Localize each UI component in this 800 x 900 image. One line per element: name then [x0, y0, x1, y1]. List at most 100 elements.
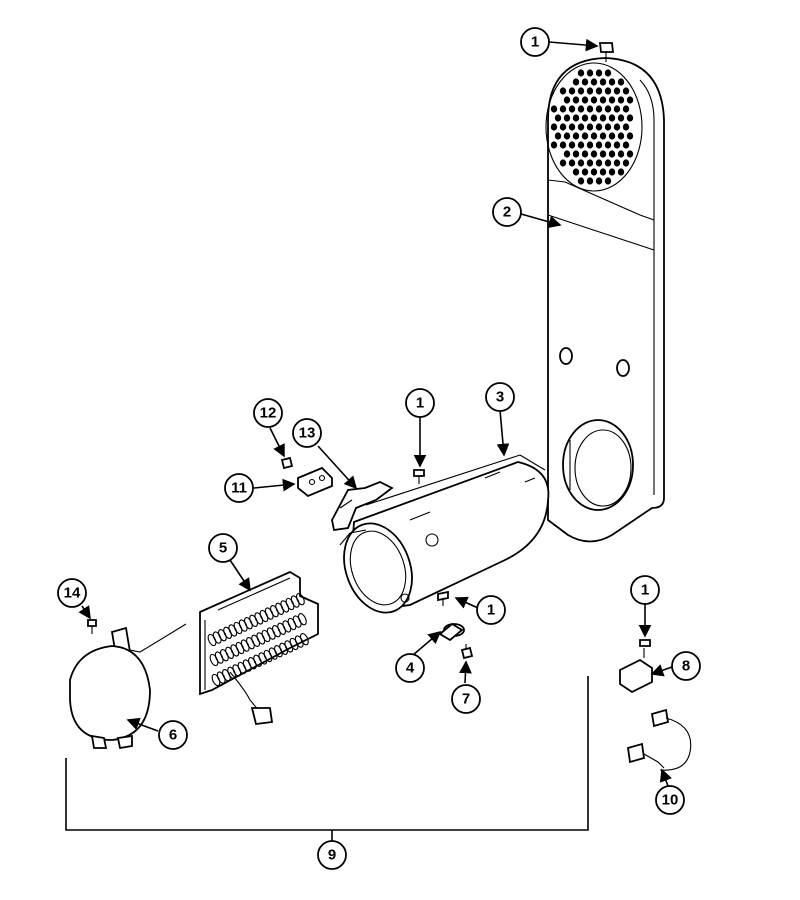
- screen-hole: [563, 132, 571, 140]
- coil-turn: [289, 637, 299, 651]
- svg-text:5: 5: [219, 540, 227, 557]
- svg-text:7: 7: [462, 691, 470, 708]
- screen-hole: [563, 150, 571, 158]
- screen-hole: [577, 123, 585, 131]
- screw-part: [437, 590, 449, 606]
- callout-1-right: 1: [630, 575, 660, 605]
- coil-turn: [269, 605, 279, 618]
- coil-turn: [251, 634, 261, 647]
- screen-hole: [617, 96, 625, 104]
- coil-turn: [261, 629, 271, 643]
- screen-hole: [572, 114, 580, 122]
- coil-turn: [264, 607, 274, 620]
- screen-hole: [550, 123, 558, 131]
- screen-hole: [595, 159, 603, 167]
- screen-hole: [626, 114, 634, 122]
- screen-hole: [559, 141, 567, 149]
- screen-hole: [622, 87, 630, 95]
- callout-1-bolt: 1: [405, 388, 435, 418]
- svg-text:1: 1: [416, 395, 424, 412]
- coil-turn: [282, 620, 292, 633]
- screen-hole: [586, 69, 594, 77]
- screen-hole: [613, 123, 621, 131]
- screen-hole: [595, 69, 603, 77]
- screen-hole: [599, 96, 607, 104]
- screen-hole: [599, 78, 607, 86]
- svg-text:1: 1: [641, 582, 649, 599]
- screen-hole: [581, 168, 589, 176]
- screen-hole: [595, 87, 603, 95]
- screen-hole: [559, 159, 567, 167]
- svg-text:1: 1: [531, 34, 539, 51]
- coil-turn: [237, 661, 247, 675]
- screen-hole: [604, 141, 612, 149]
- screen-hole: [590, 132, 598, 140]
- coil-turn: [259, 609, 269, 623]
- callout-2: 2: [492, 197, 522, 227]
- coil-turn: [292, 615, 302, 628]
- svg-text:12: 12: [260, 405, 277, 422]
- top-screw: [598, 42, 615, 62]
- screen-hole: [572, 150, 580, 158]
- screen-hole: [599, 114, 607, 122]
- coil-turn: [299, 633, 309, 646]
- screen-hole: [577, 141, 585, 149]
- screen-hole: [581, 132, 589, 140]
- screen-hole: [613, 141, 621, 149]
- heater-coils: [207, 593, 309, 687]
- callout-14: 14: [57, 578, 87, 608]
- fuse-part: [438, 622, 465, 642]
- coil-turn: [211, 673, 221, 687]
- screen-hole: [622, 123, 630, 131]
- screen-hole: [550, 141, 558, 149]
- callout-4: 4: [395, 653, 425, 683]
- coil-turn: [263, 649, 273, 663]
- coil-turn: [277, 622, 287, 635]
- screen-hole: [617, 150, 625, 158]
- screen-hole: [581, 114, 589, 122]
- screen-hole: [617, 168, 625, 176]
- coil-turn: [217, 629, 227, 642]
- screen-hole: [613, 105, 621, 113]
- screen-hole: [550, 105, 558, 113]
- coil-turn: [273, 645, 283, 658]
- svg-text:3: 3: [496, 389, 504, 406]
- screen-hole: [577, 87, 585, 95]
- coil-turn: [228, 624, 238, 637]
- svg-text:8: 8: [682, 658, 690, 675]
- screen-hole: [581, 78, 589, 86]
- screen-hole: [622, 159, 630, 167]
- screen-hole: [608, 132, 616, 140]
- screen-hole: [613, 87, 621, 95]
- screen-hole: [626, 150, 634, 158]
- coil-turn: [219, 649, 229, 662]
- svg-text:10: 10: [662, 792, 679, 809]
- coil-turn: [275, 602, 285, 615]
- svg-text:4: 4: [406, 660, 415, 677]
- screen-hole: [617, 114, 625, 122]
- callout-8: 8: [671, 651, 701, 681]
- coil-turn: [245, 637, 255, 650]
- callout-13: 13: [292, 418, 322, 448]
- coil-turn: [235, 641, 245, 655]
- screen-hole: [590, 96, 598, 104]
- screen-hole: [586, 177, 594, 185]
- screen-hole: [559, 87, 567, 95]
- callout-5: 5: [208, 533, 238, 563]
- duct-housing-part: [545, 57, 665, 543]
- coil-turn: [223, 626, 233, 639]
- svg-text:2: 2: [503, 204, 511, 221]
- screen-hole: [577, 159, 585, 167]
- coil-turn: [238, 619, 248, 632]
- screen-hole: [604, 123, 612, 131]
- coil-turn: [254, 612, 264, 625]
- callout-7: 7: [451, 684, 481, 714]
- screen-hole: [604, 69, 612, 77]
- coil-turn: [242, 659, 252, 672]
- cover-plate-part: [69, 645, 151, 750]
- coil-turn: [243, 617, 253, 630]
- screen-hole: [608, 78, 616, 86]
- screen-hole: [590, 168, 598, 176]
- screen-hole: [604, 105, 612, 113]
- screen-hole: [568, 141, 576, 149]
